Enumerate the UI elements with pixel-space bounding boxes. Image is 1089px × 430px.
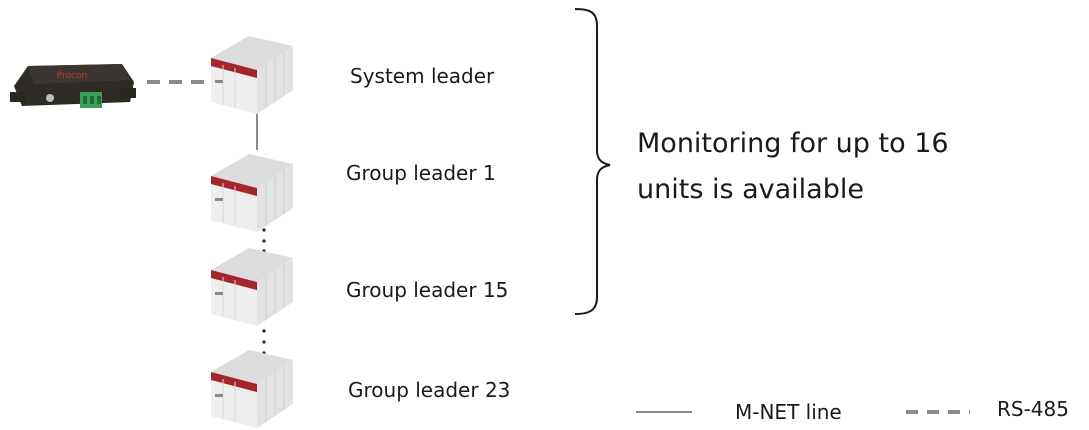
storage-unit-icon — [203, 242, 297, 328]
storage-unit-icon — [203, 344, 297, 430]
unit-label-group-leader-15: Group leader 15 — [346, 278, 509, 302]
storage-unit-icon — [203, 30, 297, 116]
procon-controller-icon: Procon — [10, 52, 136, 118]
annotation-line-2: units is available — [637, 174, 864, 205]
legend-mnet-label: M-NET line — [735, 400, 842, 424]
curly-brace — [574, 8, 611, 315]
annotation-line-1: Monitoring for up to 16 — [637, 128, 949, 159]
unit-label-system-leader: System leader — [350, 64, 495, 88]
controller-brand: Procon — [57, 71, 87, 81]
unit-label-group-leader-23: Group leader 23 — [348, 378, 511, 402]
legend-rs485-label: RS-485 — [997, 397, 1069, 421]
storage-unit-icon — [203, 148, 297, 234]
unit-label-group-leader-1: Group leader 1 — [346, 161, 496, 185]
